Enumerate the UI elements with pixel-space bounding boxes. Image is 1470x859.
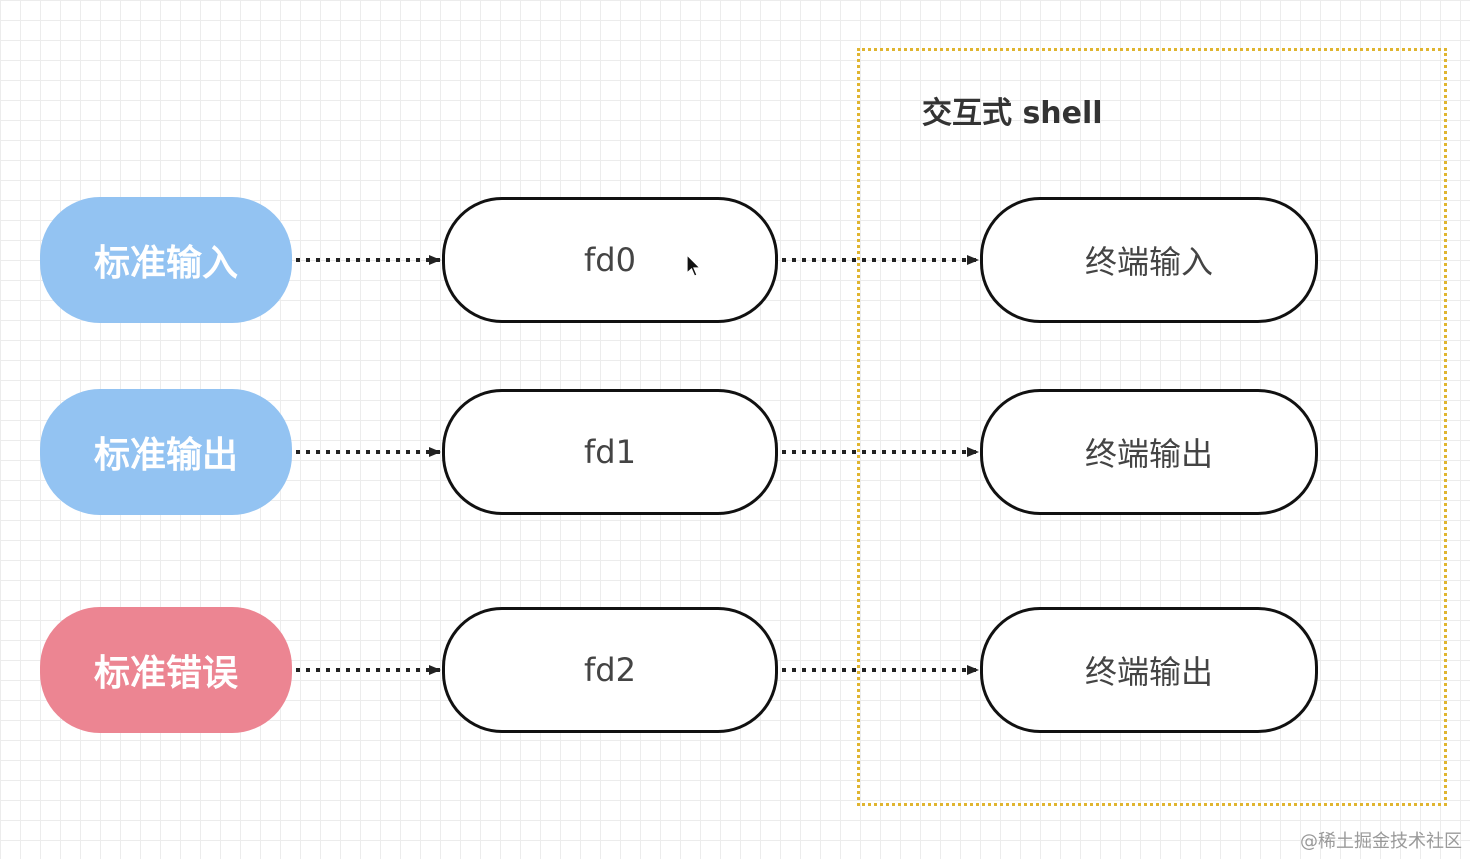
source-node-stdout[interactable]: 标准输出	[40, 389, 292, 515]
fd-node-0[interactable]: fd0	[442, 197, 778, 323]
group-title: 交互式 shell	[922, 96, 1103, 131]
watermark: @稀土掘金技术社区	[1300, 831, 1462, 852]
interactive-shell-group	[857, 48, 1447, 806]
fd-node-1[interactable]: fd1	[442, 389, 778, 515]
terminal-node-input[interactable]: 终端输入	[980, 197, 1318, 323]
mouse-pointer-icon	[686, 254, 702, 277]
fd-node-2[interactable]: fd2	[442, 607, 778, 733]
terminal-node-output[interactable]: 终端输出	[980, 389, 1318, 515]
source-node-stdin[interactable]: 标准输入	[40, 197, 292, 323]
source-node-stderr[interactable]: 标准错误	[40, 607, 292, 733]
terminal-node-output-2[interactable]: 终端输出	[980, 607, 1318, 733]
